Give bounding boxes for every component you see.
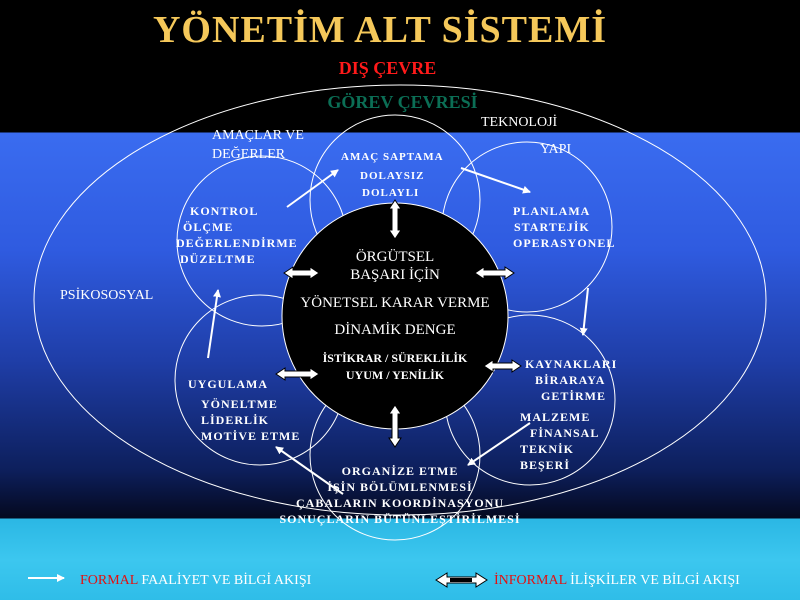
petal-top-line-3: DOLAYLI: [362, 187, 420, 199]
petal-left-line-2: ÖLÇME: [183, 220, 234, 234]
center-line-6: UYUM / YENİLİK: [345, 368, 445, 382]
center-line-2: BAŞARI İÇİN: [350, 267, 440, 283]
outer-environment-ellipse: [33, 84, 767, 516]
task-environment-label: GÖREV ÇEVRESİ: [327, 92, 478, 112]
structure-label: YAPI: [540, 142, 572, 157]
goals-label-2: DEĞERLER: [212, 147, 286, 162]
formal-arrow-goals-to-planning: [460, 167, 531, 194]
center-line-3: YÖNETSEL KARAR VERME: [300, 295, 490, 311]
petal-top-line-1: AMAÇ SAPTAMA: [341, 151, 444, 163]
petal-right-lower-line-3: GETİRME: [541, 389, 607, 403]
informal-arrow-left-lower: [275, 367, 320, 381]
petal-left-line-3: DEĞERLENDİRME: [176, 236, 298, 250]
legend-informal-arrow: [435, 572, 488, 588]
petal-bottom-left-line-1: UYGULAMA: [188, 377, 268, 391]
psychosocial-label: PSİKOSOSYAL: [60, 288, 154, 303]
petal-bottom-left-line-2: YÖNELTME: [201, 397, 278, 411]
legend-informal-keyword: İNFORMAL: [494, 573, 567, 588]
petal-top-line-2: DOLAYSIZ: [360, 170, 425, 182]
center-line-5: İSTİKRAR / SÜREKLİLİK: [322, 351, 468, 365]
petal-right-bottom-line-2: FİNANSAL: [530, 426, 600, 440]
formal-arrow-organize-to-implement: [275, 446, 344, 495]
legend-formal-keyword: FORMAL: [80, 573, 138, 588]
petal-bottom-line-2: İŞİN BÖLÜMLENMESİ: [327, 480, 473, 494]
petal-right-lower-line-2: BİRARAYA: [535, 373, 606, 387]
petal-right-line-1: PLANLAMA: [513, 204, 591, 218]
informal-arrow-right-lower: [483, 359, 522, 373]
informal-arrow-right-upper: [474, 266, 515, 280]
informal-arrow-top: [388, 199, 402, 240]
formal-arrow-resources-to-organize: [467, 422, 531, 466]
legend-formal-text: FAALİYET VE BİLGİ AKIŞI: [141, 573, 312, 588]
petal-right-lower-line-1: KAYNAKLARI: [525, 357, 618, 371]
informal-arrow-bottom: [388, 404, 402, 448]
goals-label-1: AMAÇLAR VE: [212, 128, 304, 143]
center-line-1: ÖRGÜTSEL: [355, 249, 435, 265]
petal-right-bottom-line-1: MALZEME: [520, 410, 591, 424]
legend-informal-text: İLİŞKİLER VE BİLGİ AKIŞI: [570, 573, 740, 588]
petal-bottom-line-1: ORGANİZE ETME: [341, 464, 459, 478]
page-title: YÖNETİM ALT SİSTEMİ: [152, 9, 608, 51]
informal-arrow-left-upper: [283, 266, 320, 280]
petal-right-bottom-line-3: TEKNİK: [520, 442, 575, 456]
petal-bottom-left-line-3: LİDERLİK: [201, 413, 270, 427]
petal-right-bottom-line-4: BEŞERİ: [520, 458, 571, 472]
petal-left-line-4: DÜZELTME: [180, 252, 256, 266]
petal-right-line-3: OPERASYONEL: [513, 236, 616, 250]
legend-formal: FORMAL FAALİYET VE BİLGİ AKIŞI: [80, 573, 311, 589]
legend-informal: İNFORMAL İLİŞKİLER VE BİLGİ AKIŞI: [494, 573, 740, 589]
outer-environment-label: DIŞ ÇEVRE: [338, 58, 437, 78]
formal-arrow-implement-to-control: [207, 289, 221, 359]
petal-bottom-line-3: ÇABALARIN KOORDİNASYONU: [295, 496, 504, 510]
petal-bottom-left-line-4: MOTİVE ETME: [201, 429, 301, 443]
petal-left-line-1: KONTROL: [190, 204, 259, 218]
formal-arrow-control-to-goals: [286, 169, 339, 208]
technology-label: TEKNOLOJİ: [481, 115, 558, 130]
petal-right-line-2: STARTEJİK: [514, 220, 590, 234]
petal-bottom-line-4: SONUÇLARIN BÜTÜNLEŞTİRİLMESİ: [279, 512, 521, 526]
formal-arrow-planning-to-resources: [579, 287, 589, 336]
center-line-4: DİNAMİK DENGE: [334, 322, 456, 338]
